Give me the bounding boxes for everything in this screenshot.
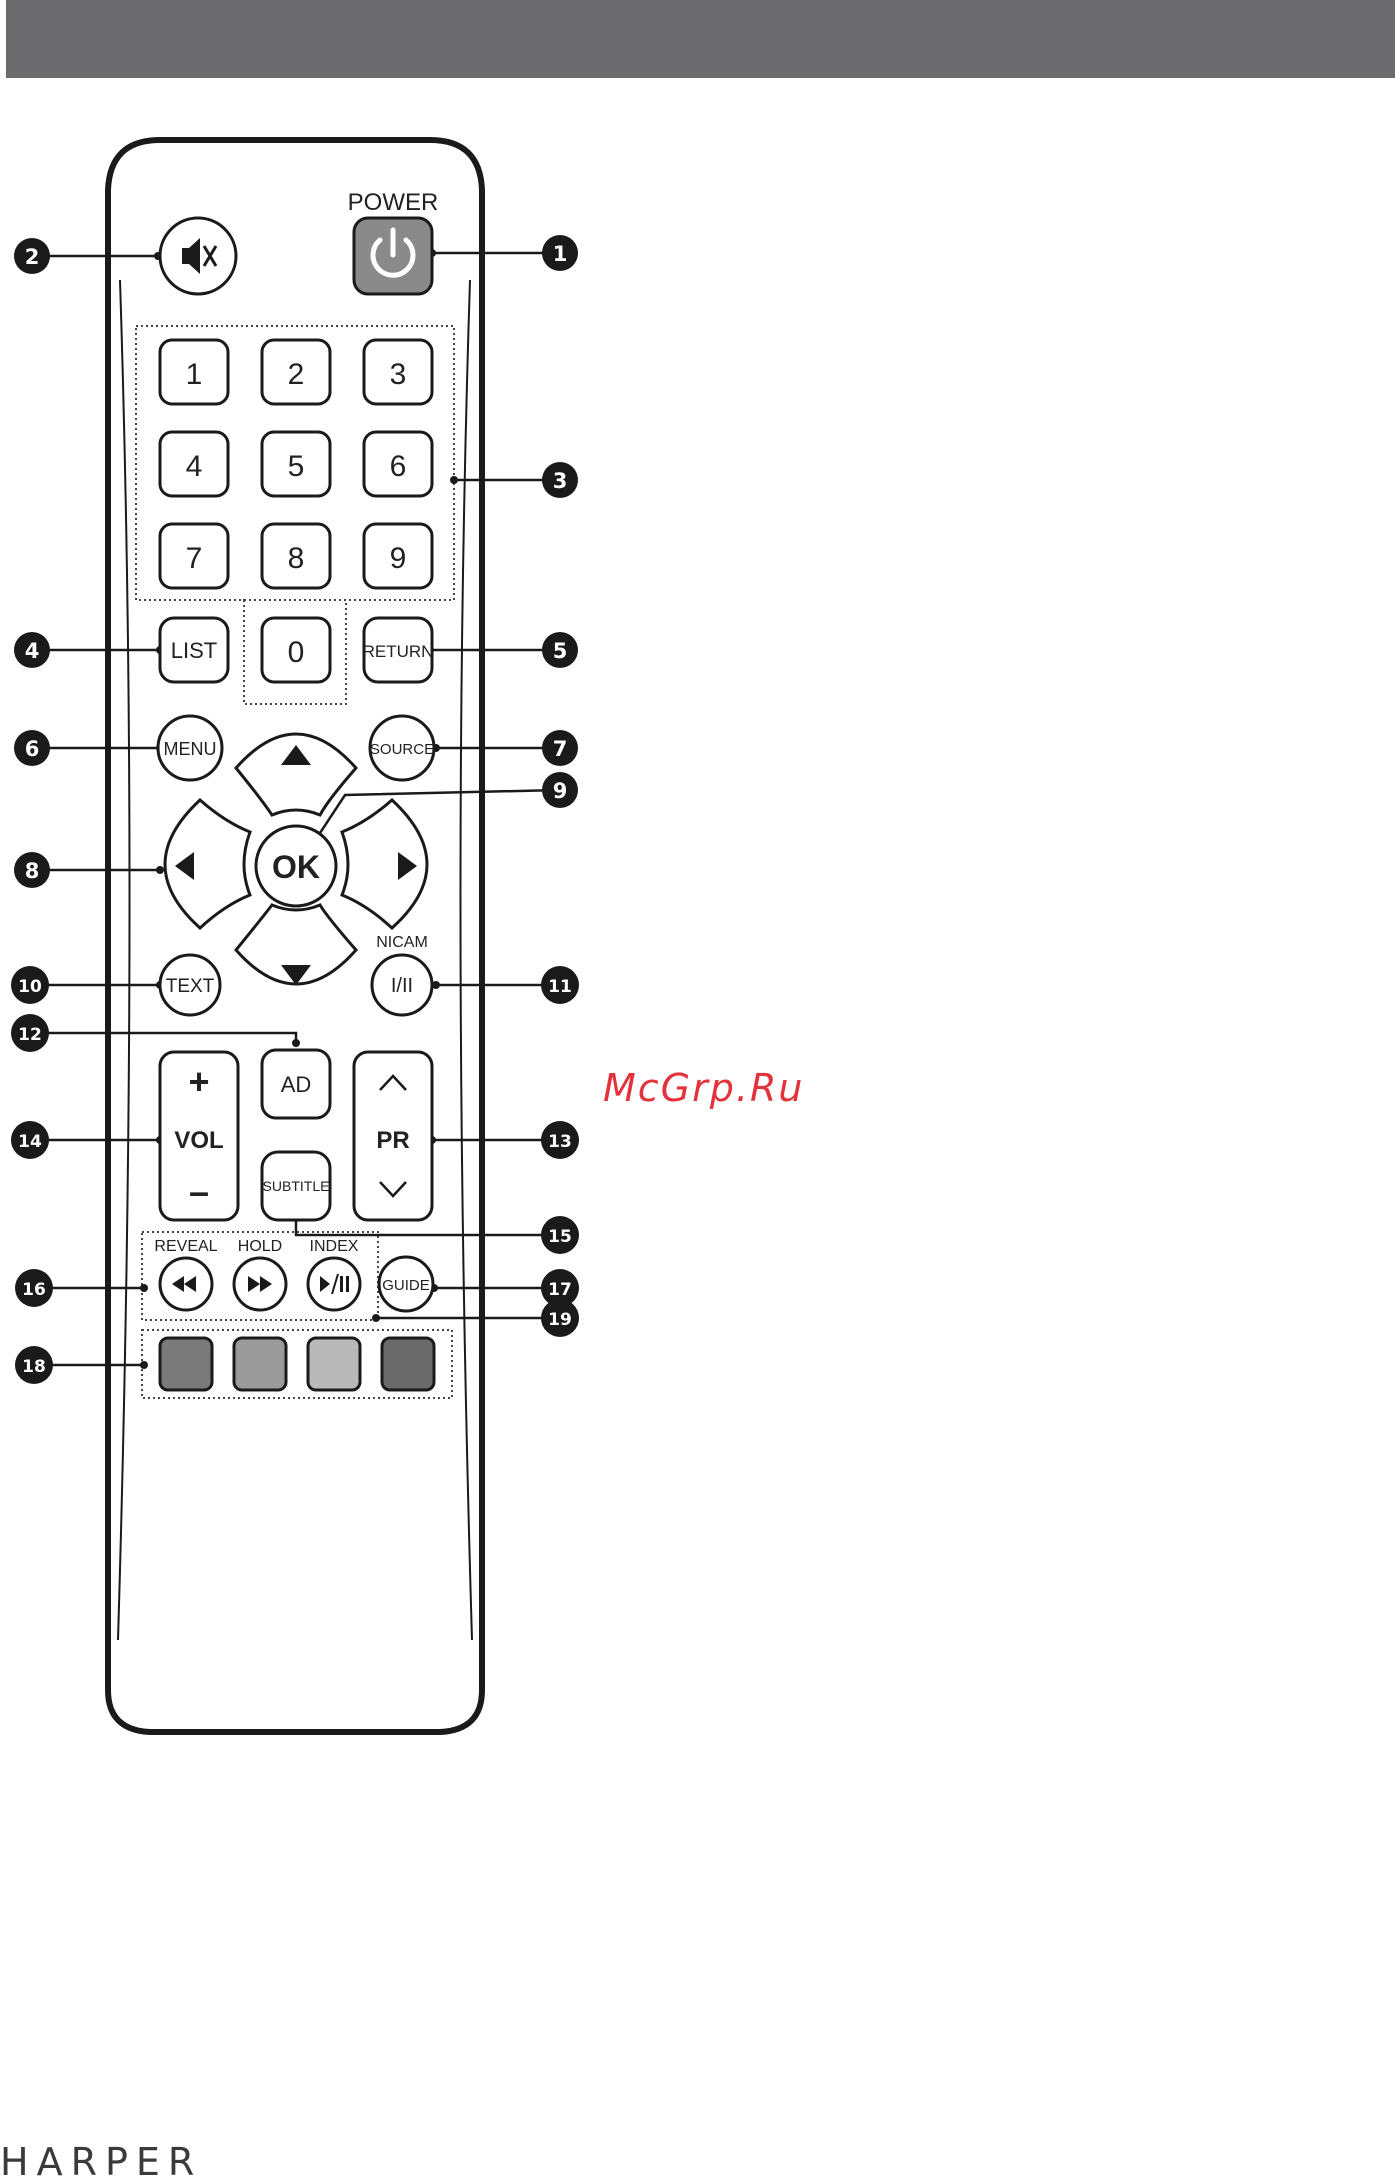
color-key-3[interactable] [308,1338,360,1390]
callout-4: 4 [14,632,50,668]
key-3[interactable]: 3 [364,340,432,404]
index-button[interactable] [308,1258,360,1310]
callout-11: 11 [541,966,579,1004]
vol-label: VOL [174,1127,223,1154]
key-6[interactable]: 6 [364,432,432,496]
key-7[interactable]: 7 [160,524,228,588]
watermark: McGrp.Ru [603,1066,804,1110]
key-9[interactable]: 9 [364,524,432,588]
key-2[interactable]: 2 [262,340,330,404]
svg-text:7: 7 [553,737,568,761]
mute-button[interactable] [160,218,236,294]
subtitle-button[interactable]: SUBTITLE [262,1152,330,1220]
key-8-label: 8 [288,542,305,575]
key-3-label: 3 [390,358,407,391]
callout-8: 8 [14,852,50,888]
menu-label: MENU [164,739,217,759]
svg-text:15: 15 [548,1227,572,1247]
ad-label: AD [281,1072,312,1097]
return-button[interactable]: RETURN [363,618,434,682]
list-label: LIST [171,638,217,663]
svg-text:3: 3 [553,469,568,493]
callout-3: 3 [542,462,578,498]
callout-18: 18 [15,1346,53,1384]
key-1[interactable]: 1 [160,340,228,404]
key-9-label: 9 [390,542,407,575]
svg-text:11: 11 [548,977,572,997]
return-label: RETURN [363,642,434,661]
guide-label: GUIDE [382,1277,430,1294]
svg-text:5: 5 [553,639,568,663]
index-label: INDEX [310,1238,359,1255]
svg-text:17: 17 [548,1280,572,1300]
text-label: TEXT [166,976,215,997]
pr-label: PR [376,1127,409,1154]
svg-text:13: 13 [548,1132,572,1152]
callout-19: 19 [541,1299,579,1337]
hold-label: HOLD [238,1238,282,1255]
callout-9: 9 [542,772,578,808]
callout-14: 14 [11,1121,49,1159]
svg-text:19: 19 [548,1310,572,1330]
callout-10: 10 [11,966,49,1004]
key-7-label: 7 [186,542,203,575]
key-5[interactable]: 5 [262,432,330,496]
ad-button[interactable]: AD [262,1050,330,1118]
ok-label: OK [272,849,320,885]
source-button[interactable]: SOURCE [370,716,434,780]
text-button[interactable]: TEXT [160,955,220,1015]
vol-plus-label: + [188,1061,209,1102]
key-4-label: 4 [186,450,203,483]
reveal-button[interactable] [160,1258,212,1310]
list-button[interactable]: LIST [160,618,228,682]
svg-text:10: 10 [18,977,42,997]
callout-6: 6 [14,730,50,766]
callout-13: 13 [541,1121,579,1159]
program-rocker[interactable]: PR [354,1052,432,1220]
callout-2: 2 [14,238,50,274]
source-label: SOURCE [370,741,434,758]
key-1-label: 1 [186,358,203,391]
power-button[interactable] [354,218,432,294]
subtitle-label: SUBTITLE [263,1178,330,1194]
guide-button[interactable]: GUIDE [379,1257,433,1311]
callout-1: 1 [542,235,578,271]
key-5-label: 5 [288,450,305,483]
i-ii-label: I/II [391,975,413,997]
svg-text:12: 12 [18,1025,42,1045]
svg-text:2: 2 [25,245,40,269]
svg-text:9: 9 [553,779,568,803]
color-key-1[interactable] [160,1338,212,1390]
key-4[interactable]: 4 [160,432,228,496]
callout-5: 5 [542,632,578,668]
color-key-4[interactable] [382,1338,434,1390]
power-label: POWER [348,189,439,216]
svg-text:14: 14 [18,1132,42,1152]
brand-logo: HARPER [0,2140,202,2184]
callout-12: 12 [11,1014,49,1052]
color-key-2[interactable] [234,1338,286,1390]
svg-text:16: 16 [22,1280,46,1300]
key-8[interactable]: 8 [262,524,330,588]
svg-text:8: 8 [25,859,40,883]
ok-button[interactable]: OK [256,826,336,906]
i-ii-button[interactable]: I/II [372,955,432,1015]
callout-15: 15 [541,1216,579,1254]
menu-button[interactable]: MENU [158,716,222,780]
svg-text:4: 4 [25,639,40,663]
key-2-label: 2 [288,358,305,391]
nicam-label: NICAM [376,934,428,951]
key-0[interactable]: 0 [262,618,330,682]
hold-button[interactable] [234,1258,286,1310]
reveal-label: REVEAL [154,1238,217,1255]
callout-7: 7 [542,730,578,766]
callout-16: 16 [15,1269,53,1307]
key-0-label: 0 [288,636,305,669]
svg-text:18: 18 [22,1357,46,1377]
key-6-label: 6 [390,450,407,483]
svg-text:1: 1 [553,242,568,266]
vol-minus-label: – [189,1171,209,1212]
svg-text:6: 6 [25,737,40,761]
volume-rocker[interactable]: + VOL – [160,1052,238,1220]
